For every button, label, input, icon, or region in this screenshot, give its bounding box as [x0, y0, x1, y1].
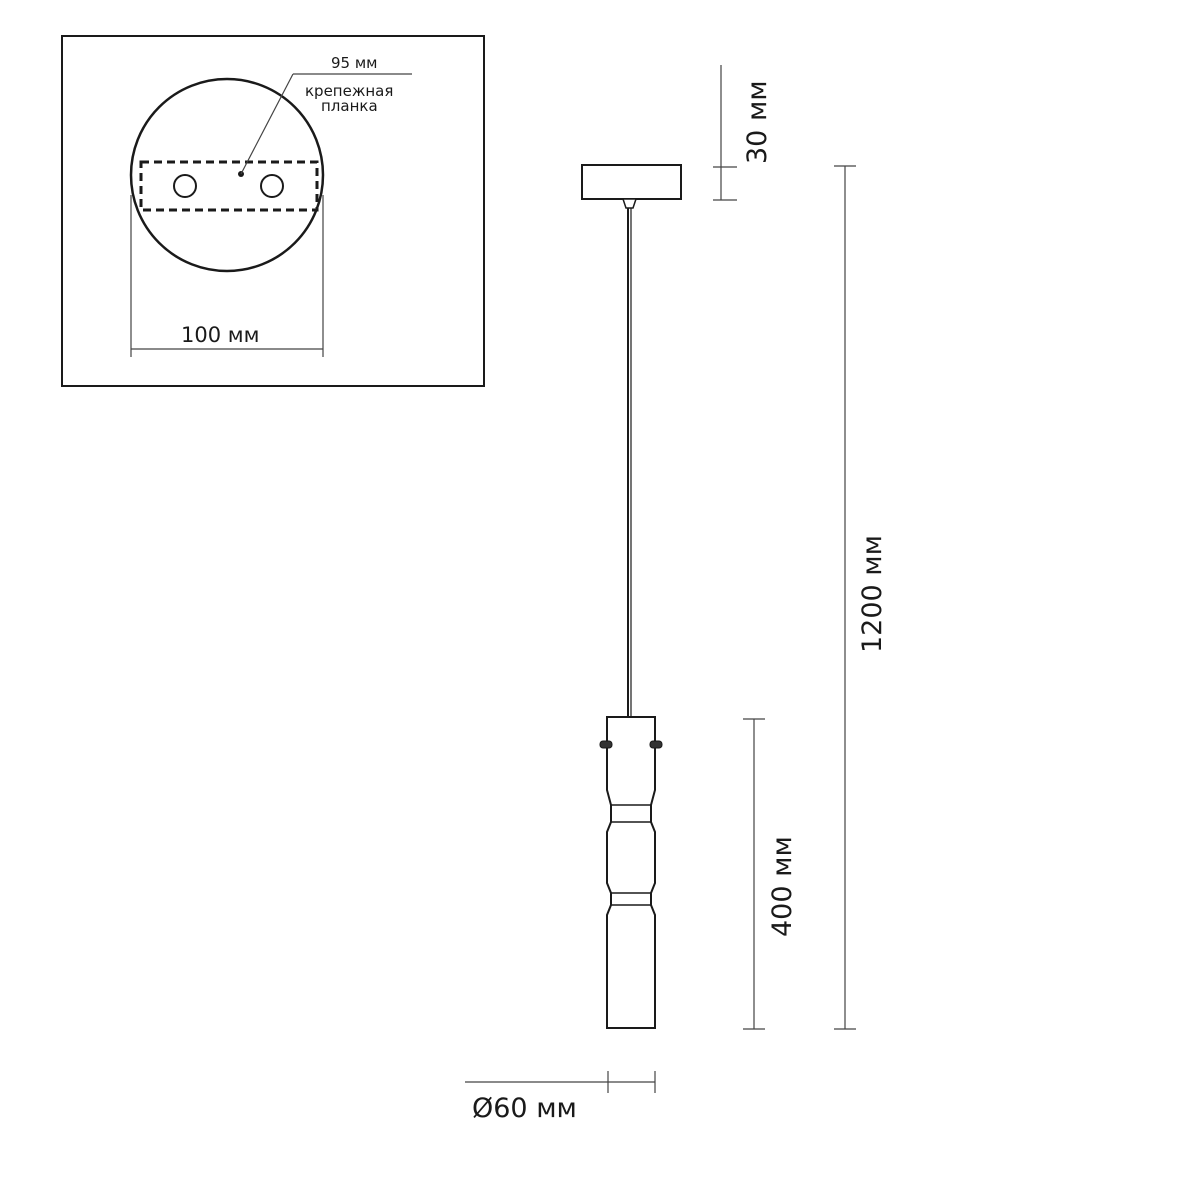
plate-width-label: 95 мм — [331, 54, 378, 72]
shade-screw-left — [599, 740, 613, 749]
cable-gland — [621, 198, 638, 209]
shade-screw-right — [649, 740, 663, 749]
total-height-dimension: 1200 мм — [834, 165, 888, 1030]
canopy-circle — [129, 77, 325, 273]
canopy-top-view-inset: 95 мм крепежная планка 100 мм — [61, 35, 485, 387]
shade-body — [606, 716, 656, 1029]
shade-diameter-label: Ø60 мм — [472, 1093, 577, 1124]
mounting-hole-right — [260, 174, 284, 198]
shade-height-dimension: 400 мм — [743, 718, 798, 1030]
total-height-label: 1200 мм — [857, 535, 888, 653]
plate-leader-line — [240, 73, 294, 175]
canopy-diameter-label: 100 мм — [181, 323, 259, 347]
canopy-height-label: 30 мм — [742, 80, 773, 164]
pendant-side-view — [581, 164, 682, 1029]
canopy-height-dimension: 30 мм — [713, 65, 773, 201]
mounting-hole-left — [173, 174, 197, 198]
plate-name-line2: планка — [321, 97, 378, 115]
shade-height-label: 400 мм — [767, 836, 798, 937]
canopy — [581, 164, 682, 200]
mounting-plate — [139, 160, 319, 212]
plate-name-line1: крепежная — [305, 82, 393, 100]
shade-diameter-dimension: Ø60 мм — [465, 1071, 656, 1124]
